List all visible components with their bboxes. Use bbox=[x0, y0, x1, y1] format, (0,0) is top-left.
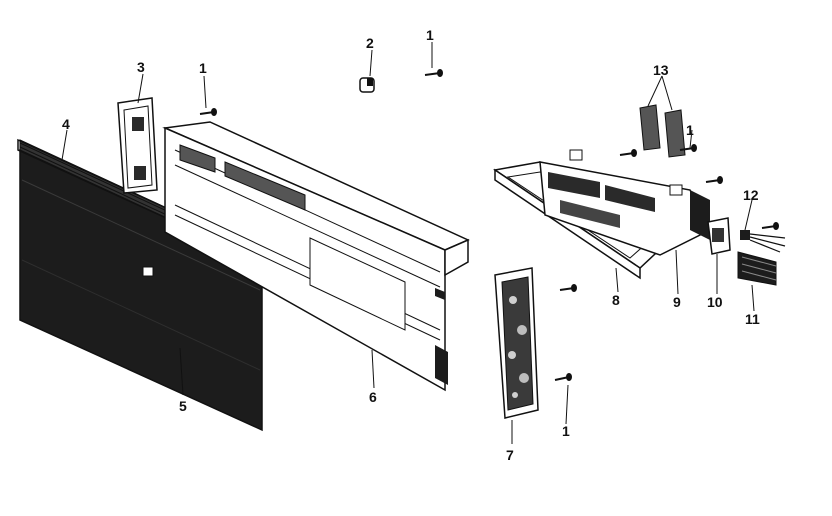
callout-labels: 1 2 3 1 4 5 6 7 1 8 9 10 11 12 1 13 bbox=[62, 27, 760, 463]
callout-1-left: 1 bbox=[199, 60, 207, 76]
screw-left bbox=[199, 108, 217, 116]
mount-tab-right bbox=[669, 184, 683, 196]
part-9-control-assembly bbox=[539, 149, 712, 256]
callout-10: 10 bbox=[707, 294, 723, 310]
mount-tab-left bbox=[569, 149, 583, 161]
screw-right-c bbox=[705, 176, 723, 184]
screw-right-d bbox=[761, 222, 779, 230]
callout-1-top: 1 bbox=[426, 27, 434, 43]
callout-6: 6 bbox=[369, 389, 377, 405]
callout-8: 8 bbox=[612, 292, 620, 308]
part-2-clip bbox=[359, 77, 375, 93]
part-6-console-rail bbox=[162, 121, 470, 392]
callout-11: 11 bbox=[745, 311, 760, 327]
callout-5: 5 bbox=[179, 398, 187, 414]
callout-7: 7 bbox=[506, 447, 514, 463]
part-1-screws bbox=[199, 69, 779, 381]
part-12-wire-clip bbox=[740, 230, 786, 253]
part-7-right-end-cap bbox=[494, 267, 539, 419]
callout-4: 4 bbox=[62, 116, 70, 132]
part-3-left-end-cap bbox=[117, 97, 158, 194]
leader-lines bbox=[61, 42, 755, 444]
callout-1-right: 1 bbox=[686, 122, 694, 138]
screw-right-a bbox=[619, 149, 637, 157]
callout-1-bottom: 1 bbox=[562, 423, 570, 439]
callout-13: 13 bbox=[653, 62, 669, 78]
callout-12: 12 bbox=[743, 187, 759, 203]
screw-mid bbox=[559, 284, 577, 292]
part-10-switch bbox=[707, 217, 731, 255]
screw-top bbox=[424, 69, 443, 77]
screw-bottom bbox=[554, 373, 572, 381]
part-13-label-strips bbox=[639, 104, 686, 158]
screw-right-b bbox=[679, 144, 697, 152]
callout-2: 2 bbox=[366, 35, 374, 51]
callout-3: 3 bbox=[137, 59, 145, 75]
part-11-wiring-connector bbox=[737, 251, 777, 286]
cap-clip-upper bbox=[132, 117, 144, 131]
panel-square-window bbox=[142, 266, 154, 277]
callout-9: 9 bbox=[673, 294, 681, 310]
cap-clip-lower bbox=[134, 166, 146, 180]
